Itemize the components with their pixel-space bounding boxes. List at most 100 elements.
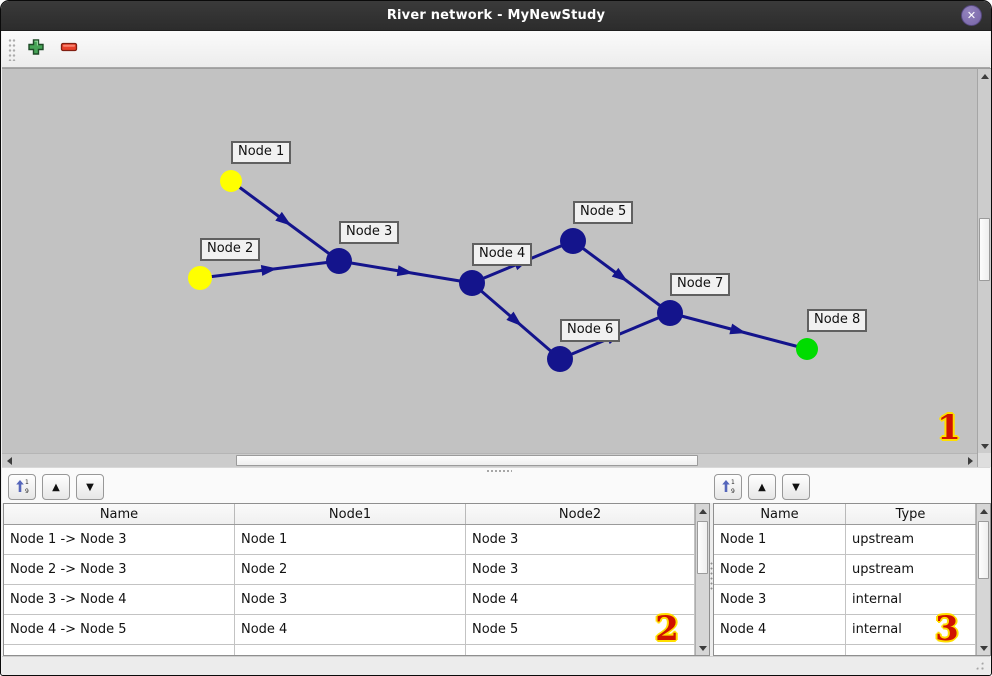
nodes-table-scrollbar[interactable] bbox=[976, 504, 990, 655]
network-svg bbox=[188, 170, 818, 372]
status-bar bbox=[2, 656, 990, 675]
table-cell bbox=[4, 645, 235, 655]
network-edge[interactable] bbox=[471, 281, 561, 361]
table-cell bbox=[846, 645, 976, 655]
triangle-down-icon bbox=[980, 645, 988, 651]
network-edge[interactable] bbox=[338, 259, 473, 285]
add-button[interactable] bbox=[24, 37, 48, 61]
canvas-vertical-scrollbar[interactable] bbox=[977, 68, 991, 453]
network-edge[interactable] bbox=[669, 311, 808, 351]
triangle-up-icon bbox=[981, 73, 989, 79]
nodes-move-up-button[interactable]: ▲ bbox=[748, 474, 776, 500]
toolbar-drag-handle[interactable] bbox=[8, 37, 16, 61]
scroll-left-button[interactable] bbox=[2, 454, 16, 468]
scroll-up-button[interactable] bbox=[696, 504, 709, 518]
table-cell: Node 1 bbox=[235, 525, 466, 554]
table-cell bbox=[466, 645, 695, 655]
node-label: Node 5 bbox=[573, 201, 634, 224]
links-move-up-button[interactable]: ▲ bbox=[42, 474, 70, 500]
scroll-right-button[interactable] bbox=[963, 454, 977, 468]
table-cell: Node 2 -> Node 3 bbox=[4, 555, 235, 584]
table-cell: internal bbox=[846, 585, 976, 614]
table-cell: Node 3 bbox=[466, 555, 695, 584]
vertical-splitter-handle[interactable] bbox=[710, 503, 713, 656]
table-cell: Node 3 -> Node 4 bbox=[4, 585, 235, 614]
node-label: Node 4 bbox=[472, 243, 533, 266]
network-node[interactable] bbox=[547, 346, 573, 372]
close-button[interactable]: ✕ bbox=[961, 5, 982, 26]
network-edge[interactable] bbox=[230, 179, 340, 263]
vertical-scroll-thumb[interactable] bbox=[979, 218, 990, 281]
links-table-scrollbar[interactable] bbox=[695, 504, 709, 655]
triangle-down-icon bbox=[981, 443, 989, 449]
table-cell: Node 3 bbox=[235, 585, 466, 614]
network-node[interactable] bbox=[188, 266, 212, 290]
scroll-up-button[interactable] bbox=[977, 504, 990, 518]
window-title: River network - MyNewStudy bbox=[386, 8, 606, 23]
network-node[interactable] bbox=[796, 338, 818, 360]
network-node[interactable] bbox=[220, 170, 242, 192]
node-label: Node 8 bbox=[807, 309, 868, 332]
horizontal-splitter-handle[interactable] bbox=[486, 469, 512, 473]
table-cell: Node 1 -> Node 3 bbox=[4, 525, 235, 554]
node-label: Node 7 bbox=[670, 273, 731, 296]
scroll-up-button[interactable] bbox=[978, 69, 991, 83]
table-header-cell[interactable]: Type bbox=[846, 504, 976, 524]
vertical-scroll-thumb[interactable] bbox=[697, 521, 708, 574]
window-titlebar[interactable]: River network - MyNewStudy ✕ bbox=[1, 1, 991, 31]
node-label: Node 3 bbox=[339, 221, 400, 244]
table-cell: Node 1 bbox=[714, 525, 846, 554]
canvas-horizontal-scrollbar[interactable] bbox=[2, 453, 977, 468]
triangle-up-icon bbox=[699, 508, 707, 514]
triangle-down-icon: ▼ bbox=[792, 481, 800, 493]
network-node[interactable] bbox=[560, 228, 586, 254]
table-cell: Node 5 bbox=[466, 615, 695, 644]
network-edge[interactable] bbox=[572, 239, 671, 315]
triangle-up-icon: ▲ bbox=[52, 481, 60, 493]
table-header-cell[interactable]: Name bbox=[714, 504, 846, 524]
links-move-down-button[interactable]: ▼ bbox=[76, 474, 104, 500]
table-row bbox=[714, 645, 976, 655]
vertical-scroll-thumb[interactable] bbox=[978, 521, 989, 579]
triangle-left-icon bbox=[6, 457, 12, 465]
network-node[interactable] bbox=[326, 248, 352, 274]
svg-text:1: 1 bbox=[731, 479, 735, 486]
nodes-move-down-button[interactable]: ▼ bbox=[782, 474, 810, 500]
table-cell: Node 4 -> Node 5 bbox=[4, 615, 235, 644]
table-header-cell[interactable]: Name bbox=[4, 504, 235, 524]
scroll-down-button[interactable] bbox=[696, 641, 709, 655]
svg-text:9: 9 bbox=[25, 488, 29, 494]
scroll-down-button[interactable] bbox=[977, 641, 990, 655]
main-toolbar bbox=[2, 31, 990, 68]
scrollbar-corner bbox=[977, 453, 991, 467]
resize-grip[interactable] bbox=[973, 659, 986, 672]
table-header-cell[interactable]: Node2 bbox=[466, 504, 695, 524]
network-node[interactable] bbox=[459, 270, 485, 296]
network-edge[interactable] bbox=[199, 259, 340, 280]
remove-button[interactable] bbox=[57, 37, 81, 61]
horizontal-scroll-thumb[interactable] bbox=[236, 455, 698, 466]
triangle-up-icon: ▲ bbox=[758, 481, 766, 493]
scroll-down-button[interactable] bbox=[978, 439, 991, 453]
table-header-cell[interactable]: Node1 bbox=[235, 504, 466, 524]
table-cell: Node 4 bbox=[235, 615, 466, 644]
network-node[interactable] bbox=[657, 300, 683, 326]
table-cell: Node 2 bbox=[714, 555, 846, 584]
